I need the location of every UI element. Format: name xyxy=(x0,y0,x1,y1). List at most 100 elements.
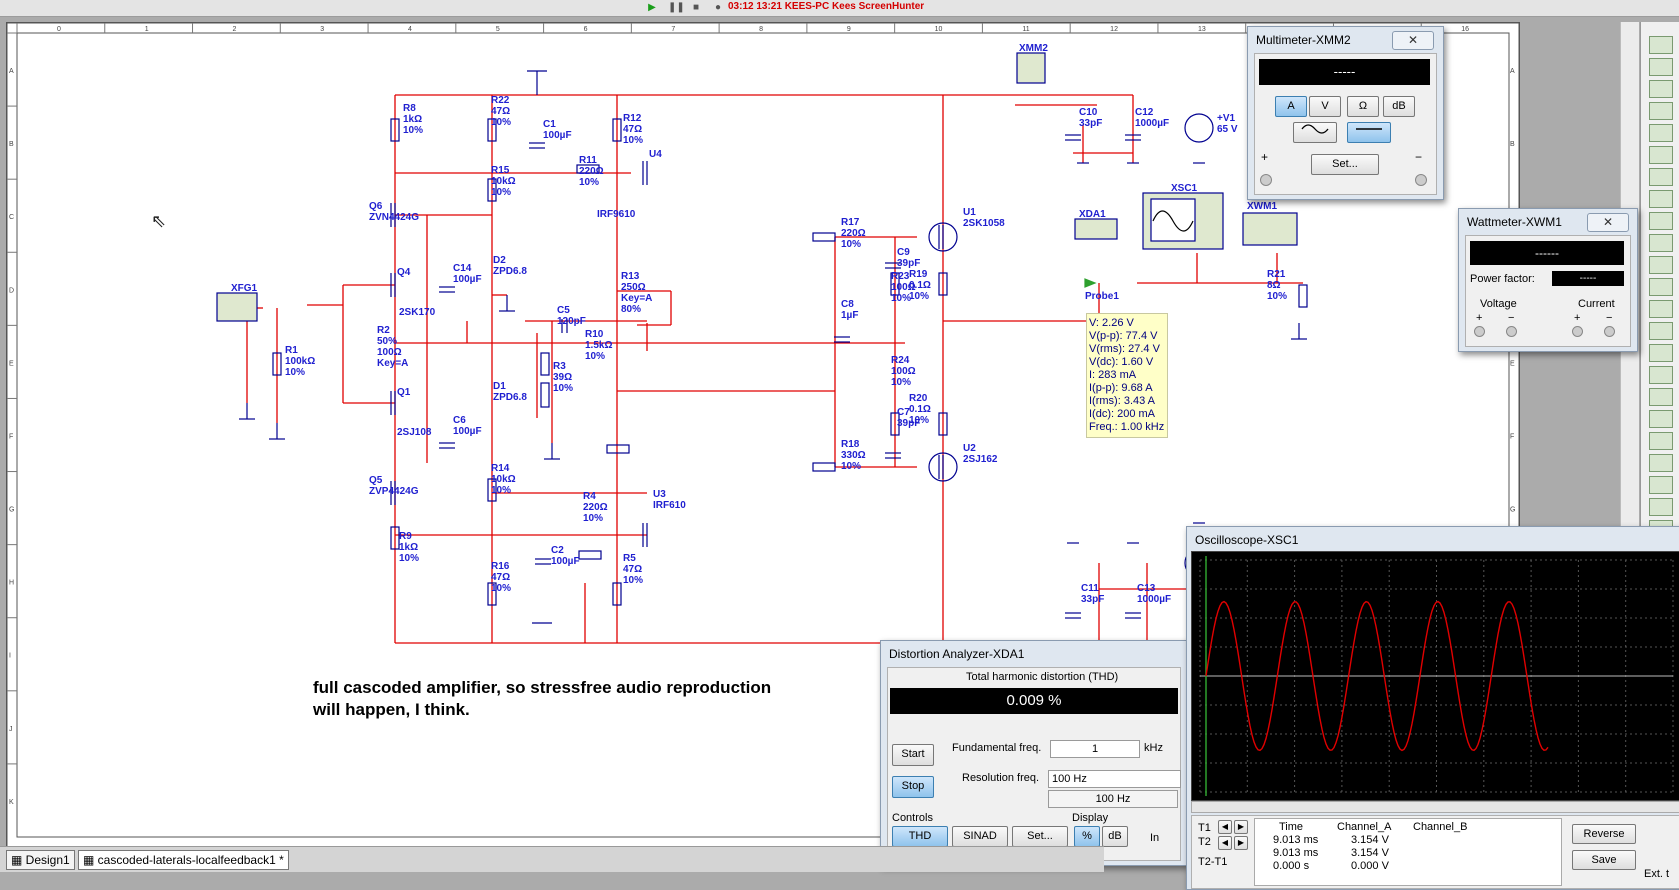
component-label-c1: C1 xyxy=(543,119,556,130)
component-label-r10: 1.5kΩ xyxy=(585,340,612,351)
instrument-tool-icon[interactable] xyxy=(1649,234,1673,252)
instrument-tool-icon[interactable] xyxy=(1649,388,1673,406)
instrument-tool-icon[interactable] xyxy=(1649,498,1673,516)
close-icon[interactable]: ✕ xyxy=(1587,213,1629,232)
wattmeter-panel[interactable]: Wattmeter-XWM1 ✕ ------ Power factor: --… xyxy=(1458,208,1638,352)
resistor-symbol[interactable] xyxy=(1298,284,1308,308)
oscilloscope-screen[interactable] xyxy=(1191,551,1679,801)
instrument-tool-icon[interactable] xyxy=(1649,102,1673,120)
resistor-symbol[interactable] xyxy=(612,582,622,606)
instrument-tool-icon[interactable] xyxy=(1649,278,1673,296)
resolution-freq-select[interactable]: 100 Hz xyxy=(1048,770,1181,788)
instrument-tool-icon[interactable] xyxy=(1649,36,1673,54)
mode-a-button[interactable]: A xyxy=(1275,96,1307,117)
instrument-tool-icon[interactable] xyxy=(1649,168,1673,186)
mosfet-symbol[interactable] xyxy=(928,222,958,252)
wattmeter-symbol[interactable] xyxy=(1242,212,1298,246)
multimeter-set-button[interactable]: Set... xyxy=(1311,154,1379,175)
tab-cascoded-laterals[interactable]: ▦ cascoded-laterals-localfeedback1 * xyxy=(78,850,289,870)
resistor-symbol[interactable] xyxy=(890,272,900,296)
current-minus-terminal-icon[interactable] xyxy=(1604,326,1615,337)
instrument-tool-icon[interactable] xyxy=(1649,454,1673,472)
plus-terminal-icon[interactable] xyxy=(1260,174,1272,186)
distortion-analyzer-symbol[interactable] xyxy=(1074,218,1118,240)
t1-right-arrow-icon[interactable]: ▶ xyxy=(1234,820,1248,834)
save-button[interactable]: Save xyxy=(1572,850,1636,870)
dc-button[interactable] xyxy=(1347,122,1391,143)
resistor-symbol[interactable] xyxy=(390,118,400,142)
instrument-tool-icon[interactable] xyxy=(1649,322,1673,340)
function-generator-symbol[interactable] xyxy=(216,292,258,322)
resistor-symbol[interactable] xyxy=(578,550,602,560)
voltage-plus-terminal-icon[interactable] xyxy=(1474,326,1485,337)
instrument-tool-icon[interactable] xyxy=(1649,476,1673,494)
instrument-tool-icon[interactable] xyxy=(1649,432,1673,450)
instrument-tool-icon[interactable] xyxy=(1649,410,1673,428)
mode-ohm-button[interactable]: Ω xyxy=(1347,96,1379,117)
channel-b-header: Channel_B xyxy=(1413,821,1468,833)
fundamental-freq-input[interactable]: 1 xyxy=(1050,740,1140,758)
resistor-symbol[interactable] xyxy=(540,352,550,376)
instrument-tool-icon[interactable] xyxy=(1649,58,1673,76)
distortion-analyzer-panel[interactable]: Distortion Analyzer-XDA1 Total harmonic … xyxy=(880,640,1188,866)
instrument-tool-icon[interactable] xyxy=(1649,190,1673,208)
instrument-tool-icon[interactable] xyxy=(1649,300,1673,318)
instrument-tool-icon[interactable] xyxy=(1649,256,1673,274)
resistor-symbol[interactable] xyxy=(612,118,622,142)
t2-left-arrow-icon[interactable]: ◀ xyxy=(1218,836,1232,850)
multimeter-symbol[interactable] xyxy=(1016,52,1046,84)
reverse-button[interactable]: Reverse xyxy=(1572,824,1636,844)
db-display-button[interactable]: dB xyxy=(1102,826,1128,847)
close-icon[interactable]: ✕ xyxy=(1392,31,1434,50)
distortion-set-button[interactable]: Set... xyxy=(1012,826,1068,847)
resistor-symbol[interactable] xyxy=(390,526,400,550)
instrument-tool-icon[interactable] xyxy=(1649,212,1673,230)
component-label-c12: C12 xyxy=(1135,107,1154,118)
probe-icon[interactable] xyxy=(1084,278,1097,288)
t2-right-arrow-icon[interactable]: ▶ xyxy=(1234,836,1248,850)
start-button[interactable]: Start xyxy=(892,744,934,766)
probe-readout-line: Freq.: 1.00 kHz xyxy=(1089,421,1165,433)
multimeter-panel[interactable]: Multimeter-XMM2 ✕ ----- A V Ω dB + − Set… xyxy=(1247,26,1444,200)
instrument-tool-icon[interactable] xyxy=(1649,344,1673,362)
resistor-symbol[interactable] xyxy=(576,164,600,174)
minus-terminal-icon[interactable] xyxy=(1415,174,1427,186)
pause-icon[interactable]: ❚❚ xyxy=(668,2,685,13)
mode-v-button[interactable]: V xyxy=(1309,96,1341,117)
scope-horizontal-scrollbar[interactable] xyxy=(1191,801,1679,813)
resistor-symbol[interactable] xyxy=(812,232,836,242)
instrument-tool-icon[interactable] xyxy=(1649,124,1673,142)
resistor-symbol[interactable] xyxy=(272,352,282,376)
percent-display-button[interactable]: % xyxy=(1074,826,1100,847)
resistor-symbol[interactable] xyxy=(606,444,630,454)
resistor-symbol[interactable] xyxy=(938,412,948,436)
step-icon[interactable]: ● xyxy=(714,2,722,13)
grid-col-label: 16 xyxy=(1461,26,1469,33)
sinad-mode-button[interactable]: SINAD xyxy=(952,826,1008,847)
stop-icon[interactable]: ■ xyxy=(692,2,700,13)
resistor-symbol[interactable] xyxy=(812,462,836,472)
t1-left-arrow-icon[interactable]: ◀ xyxy=(1218,820,1232,834)
stop-button[interactable]: Stop xyxy=(892,776,934,798)
thd-mode-button[interactable]: THD xyxy=(892,826,948,847)
voltage-minus-terminal-icon[interactable] xyxy=(1506,326,1517,337)
mosfet-symbol[interactable] xyxy=(928,452,958,482)
resistor-symbol[interactable] xyxy=(540,382,550,408)
probe-readout-line: I(rms): 3.43 A xyxy=(1089,395,1156,407)
run-icon[interactable]: ▶ xyxy=(648,2,656,13)
voltage-source-symbol[interactable] xyxy=(1184,113,1214,143)
resistor-symbol[interactable] xyxy=(487,178,497,202)
resistor-symbol[interactable] xyxy=(938,272,948,296)
resistor-symbol[interactable] xyxy=(487,582,497,606)
instrument-tool-icon[interactable] xyxy=(1649,80,1673,98)
current-plus-terminal-icon[interactable] xyxy=(1572,326,1583,337)
resistor-symbol[interactable] xyxy=(487,478,497,502)
tab-design1[interactable]: ▦ Design1 xyxy=(6,850,75,870)
ac-button[interactable] xyxy=(1293,122,1337,143)
instrument-tool-icon[interactable] xyxy=(1649,366,1673,384)
resistor-symbol[interactable] xyxy=(890,412,900,436)
instrument-tool-icon[interactable] xyxy=(1649,146,1673,164)
oscilloscope-panel[interactable]: Oscilloscope-XSC1 T1 T2 T2-T1 ◀ ▶ ◀ ▶ Ti… xyxy=(1186,526,1679,890)
resistor-symbol[interactable] xyxy=(487,118,497,142)
mode-db-button[interactable]: dB xyxy=(1383,96,1415,117)
